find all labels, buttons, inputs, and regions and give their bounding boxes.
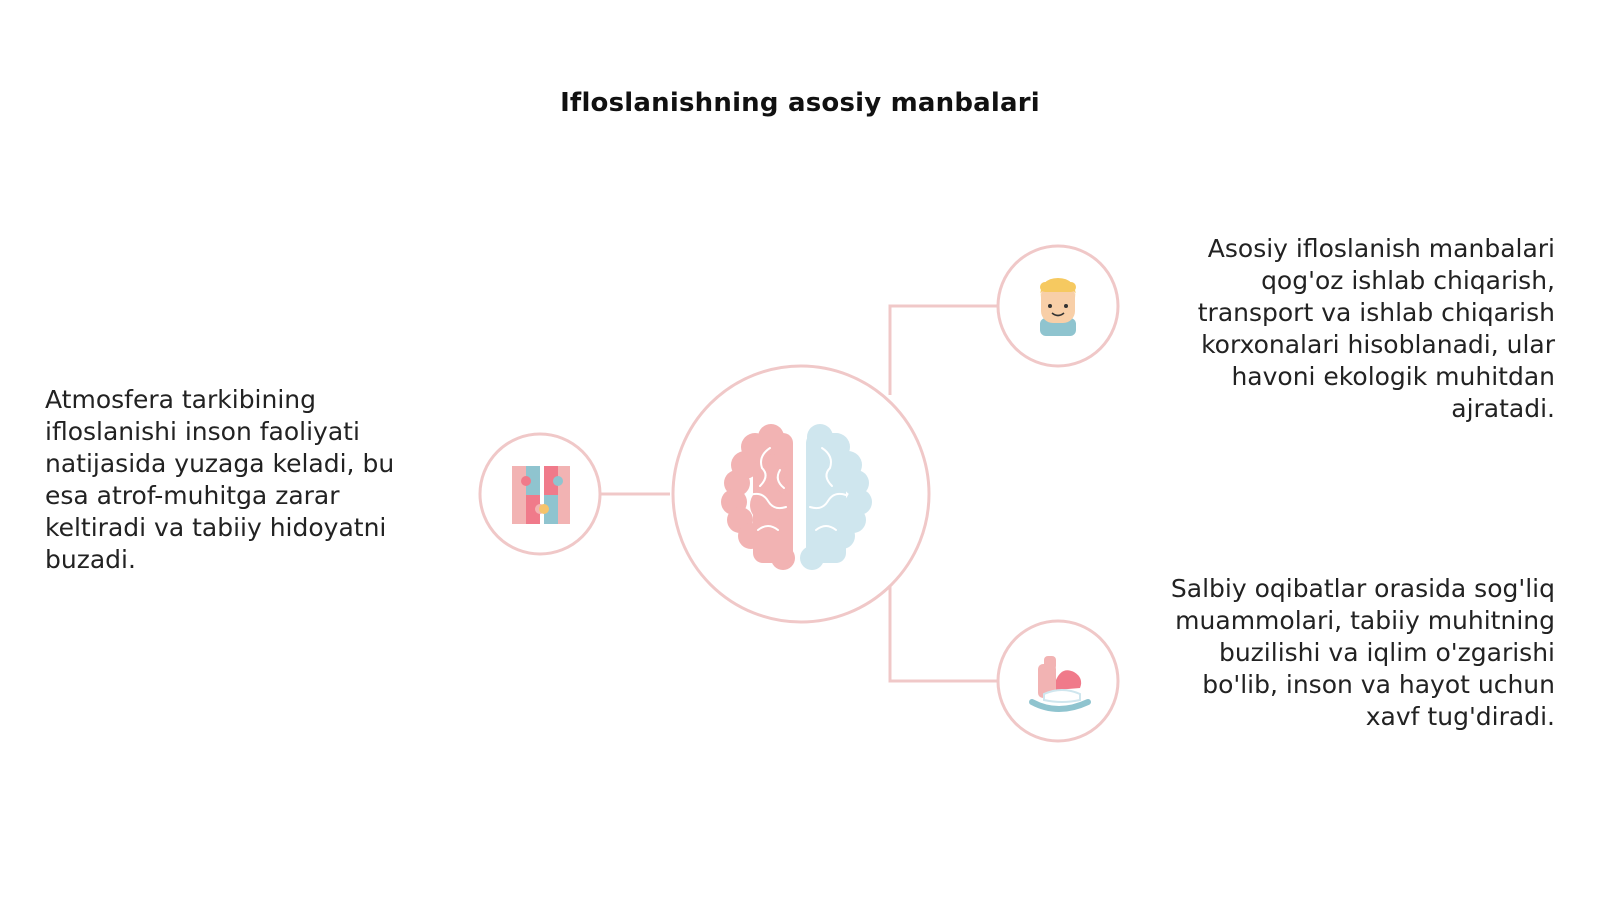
center-node [671, 364, 931, 624]
toy-horse-icon [1029, 656, 1091, 712]
right-bottom-description: Salbiy oqibatlar orasida sog'liq muammol… [1170, 574, 1555, 731]
left-description: Atmosfera tarkibining ifloslanishi inson… [45, 385, 395, 574]
left-node [478, 432, 602, 556]
brain-icon [721, 424, 872, 570]
right-top-description: Asosiy ifloslanish manbalari qog'oz ishl… [1197, 234, 1555, 423]
right-top-node [996, 244, 1120, 368]
person-icon [1040, 278, 1076, 336]
connector-top-right [888, 304, 997, 395]
puzzle-icon [512, 466, 570, 524]
connector-bottom-right [888, 585, 997, 683]
slide-title: Ifloslanishning asosiy manbalari [560, 88, 1040, 118]
right-bottom-node [996, 619, 1120, 743]
connector-lines [601, 304, 997, 683]
